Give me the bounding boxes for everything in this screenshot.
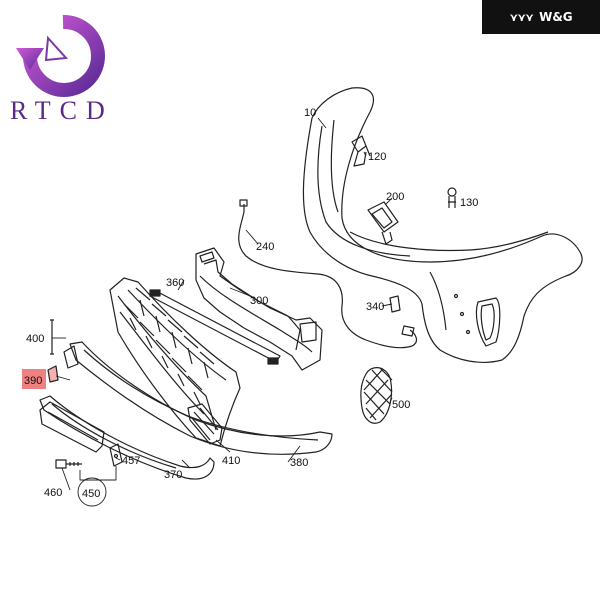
support-bar (195, 247, 323, 371)
connector-340 (389, 295, 401, 313)
label-380: 380 (290, 457, 308, 469)
brand-label: W&G (539, 10, 573, 24)
label-390: 390 (24, 375, 42, 387)
label-450: 450 (82, 488, 100, 500)
label-120: 120 (368, 151, 386, 163)
logo-text: RTCD (10, 96, 114, 125)
lower-spoiler (63, 341, 333, 455)
label-240: 240 (256, 241, 274, 253)
rod-400 (50, 319, 54, 355)
bumper-cover (302, 87, 583, 363)
label-130: 130 (460, 197, 478, 209)
label-400: 400 (26, 333, 44, 345)
mesh-grille-500 (360, 367, 393, 424)
label-300: 300 (250, 295, 268, 307)
brand-badge: ⋎⋎⋎ W&G (482, 0, 600, 34)
sensor-module (367, 201, 399, 245)
wiring-harness (238, 199, 418, 349)
label-10: 10 (304, 107, 316, 119)
bracket-120 (351, 135, 371, 167)
rtcd-logo-icon (16, 14, 105, 97)
screw-460 (55, 459, 82, 469)
strip-360 (149, 289, 281, 365)
plate-bracket (39, 401, 105, 453)
leader-lines (52, 117, 393, 507)
highlight-box (22, 369, 46, 389)
label-200: 200 (386, 191, 404, 203)
label-340: 340 (366, 301, 384, 313)
label-457: 457 (122, 455, 140, 467)
label-370: 370 (164, 469, 182, 481)
grille (109, 277, 241, 447)
label-500: 500 (392, 399, 410, 411)
label-360: 360 (166, 277, 184, 289)
part-390-shape (47, 365, 59, 383)
brand-mark-icon: ⋎⋎⋎ (509, 10, 534, 24)
grille-insert-410 (187, 403, 223, 445)
clip-130 (447, 187, 457, 208)
bracket-457 (109, 443, 123, 467)
part-labels: 10 120 130 200 240 300 340 360 370 380 3… (24, 107, 478, 500)
label-460: 460 (44, 487, 62, 499)
label-410: 410 (222, 455, 240, 467)
lower-trim (39, 395, 215, 480)
